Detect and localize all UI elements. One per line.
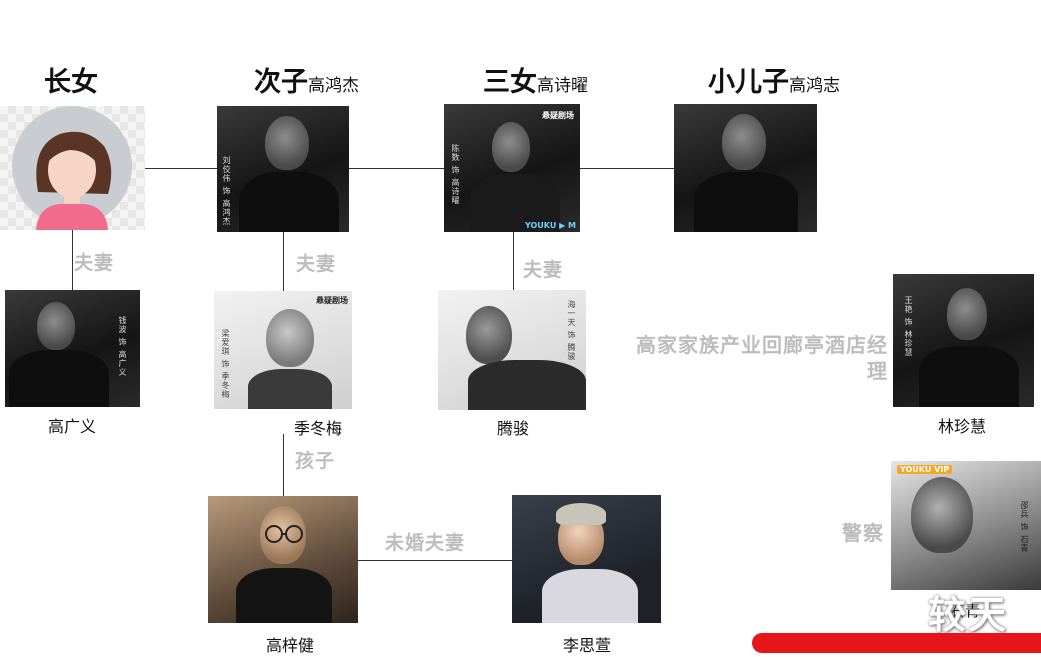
- connector-line: [513, 232, 514, 290]
- portrait-gao-guangyi: 钱波 饰 高广义: [5, 290, 140, 407]
- connector-line: [283, 232, 284, 292]
- portrait-police-shi-qing: YOUKU VIP 邵兵 饰 石青: [891, 461, 1041, 590]
- person-name-li-sixuan: 李思萱: [562, 636, 611, 655]
- relation-label-spouse: 夫妻: [296, 253, 337, 275]
- person-name-ji-dongmei: 季冬梅: [293, 419, 342, 438]
- portrait-gao-hongjie: 刘佼伟 饰 高鸿杰: [217, 106, 349, 232]
- portrait-gao-zijian: [208, 496, 358, 623]
- youku-logo: YOUKU ▶ M: [524, 221, 576, 230]
- note-police: 警察: [842, 521, 884, 545]
- relation-label-child: 孩子: [295, 450, 336, 472]
- connector-line: [283, 434, 284, 496]
- photo-credit: 陈数 饰 高诗曜: [451, 144, 460, 206]
- person-name-teng-jun: 腾骏: [496, 419, 529, 438]
- photo-tag: 悬疑剧场: [542, 111, 574, 120]
- photo-tag: 悬疑剧场: [316, 296, 348, 305]
- person-name-gao-zijian: 高梓健: [265, 636, 314, 655]
- portrait-gao-hongzhi: [674, 104, 817, 232]
- header-title: 长女: [44, 67, 98, 98]
- connector-line: [358, 560, 513, 561]
- header-person-name: 高诗曜: [537, 76, 588, 96]
- photo-credit: 王艳 饰 林珍慧: [904, 296, 913, 358]
- female-avatar-icon: [12, 106, 132, 230]
- header-eldest-daughter: 长女: [44, 60, 98, 99]
- portrait-ji-dongmei: 悬疑剧场 梁爱琪 饰 季冬梅: [214, 291, 352, 409]
- connector-line: [72, 230, 73, 290]
- watermark: 较天: [928, 593, 1009, 637]
- red-accent-bar: [752, 633, 1041, 653]
- glasses-icon: [265, 525, 303, 543]
- header-title: 次子: [254, 67, 308, 98]
- header-person-name: 高鸿志: [789, 76, 840, 96]
- photo-credit: 梁爱琪 饰 季冬梅: [221, 329, 230, 400]
- header-third-daughter: 三女高诗曜: [483, 60, 588, 99]
- header-youngest-son: 小儿子高鸿志: [708, 60, 840, 99]
- portrait-teng-jun: 海一天 饰 腾骏: [438, 290, 586, 410]
- person-name-gao-guangyi: 高广义: [47, 417, 96, 436]
- photo-credit: 刘佼伟 饰 高鸿杰: [222, 156, 231, 227]
- photo-tag: YOUKU VIP: [897, 465, 953, 474]
- note-lin-role: 高家家族产业回廊亭酒店经理: [632, 332, 888, 384]
- photo-credit: 邵兵 饰 石青: [1020, 501, 1029, 554]
- header-person-name: 高鸿杰: [308, 76, 359, 96]
- connector-line: [145, 168, 675, 169]
- person-name-lin-zhenhui: 林珍慧: [937, 417, 986, 436]
- portrait-li-sixuan: [512, 495, 661, 623]
- photo-caption: 石青: [950, 602, 981, 620]
- relation-label-spouse: 夫妻: [74, 252, 115, 274]
- header-title: 小儿子: [708, 67, 789, 98]
- header-title: 三女: [483, 67, 537, 98]
- portrait-lin-zhenhui: 王艳 饰 林珍慧: [893, 274, 1034, 407]
- portrait-gao-shiyao: 悬疑剧场 陈数 饰 高诗曜 YOUKU ▶ M: [444, 104, 580, 232]
- note-lin-role-text: 高家家族产业回廊亭酒店经理: [636, 333, 888, 383]
- photo-credit: 钱波 饰 高广义: [118, 316, 127, 378]
- relation-label-unmarried-couple: 未婚夫妻: [385, 532, 466, 554]
- photo-credit: 海一天 饰 腾骏: [567, 300, 576, 362]
- placeholder-avatar-image: [0, 106, 145, 230]
- header-second-son: 次子高鸿杰: [254, 60, 359, 99]
- relation-label-spouse: 夫妻: [523, 259, 564, 281]
